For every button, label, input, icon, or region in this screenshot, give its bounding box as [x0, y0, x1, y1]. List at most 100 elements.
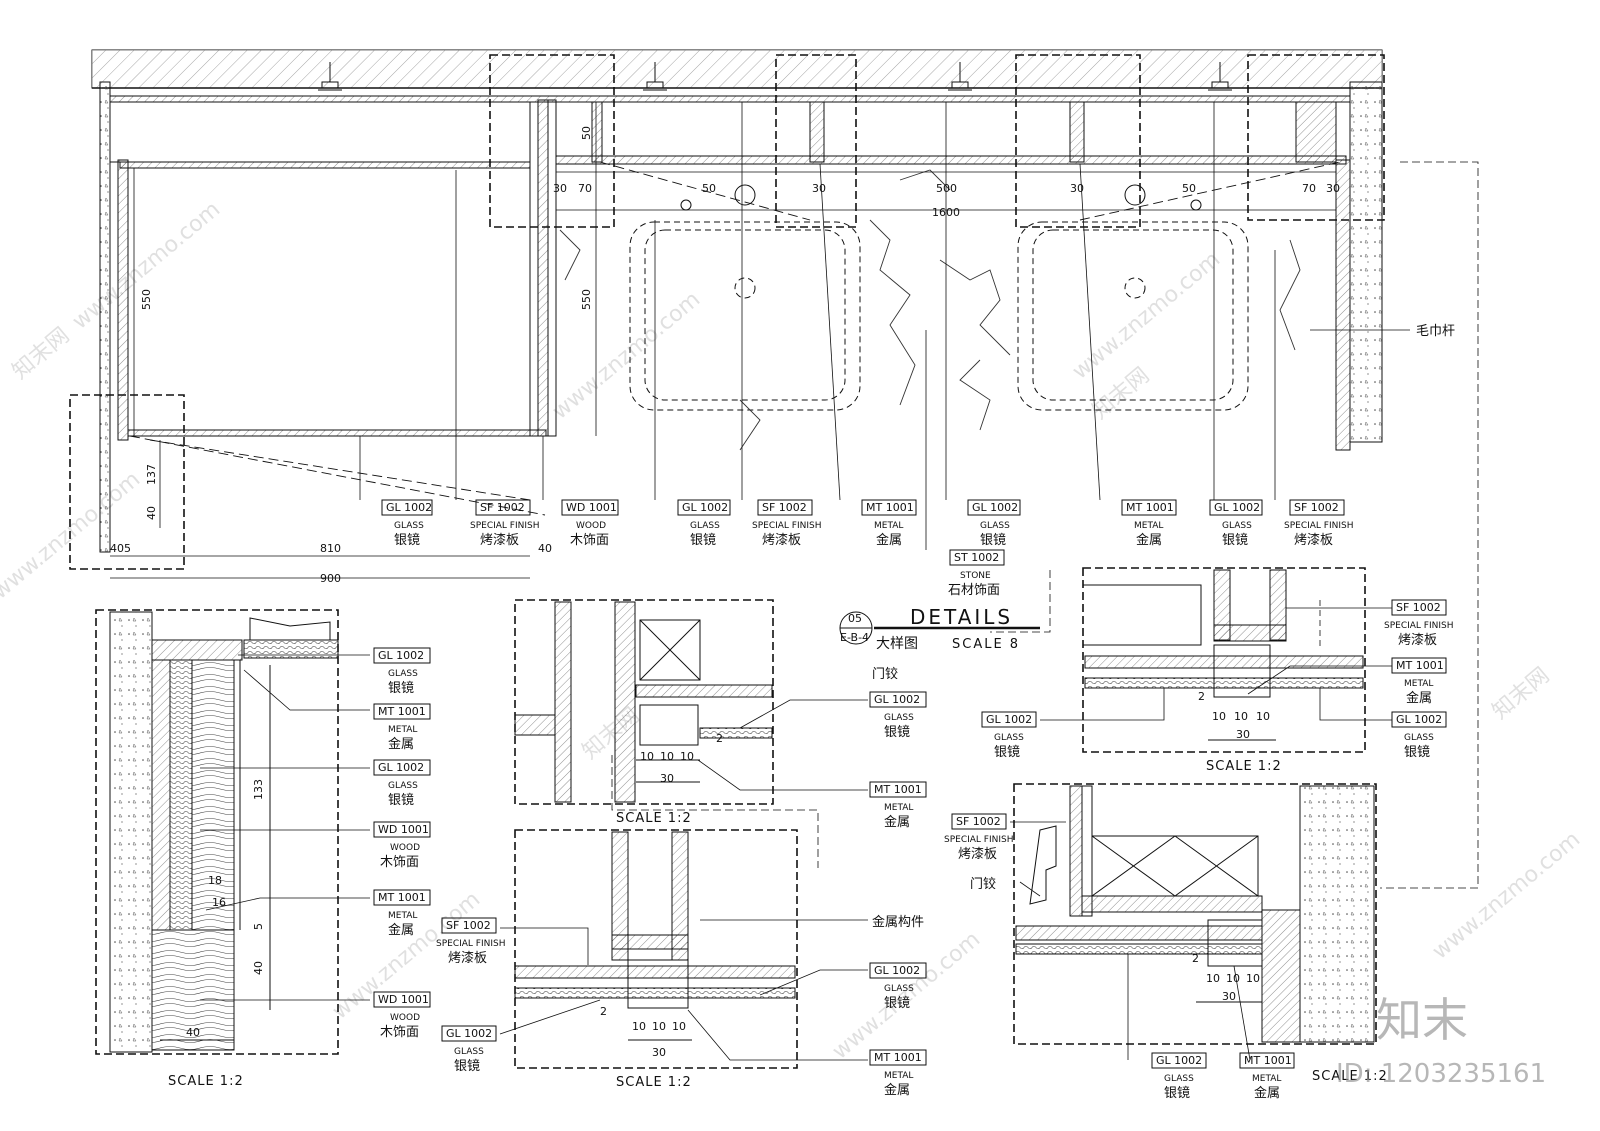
- drawing-rect: [191, 659, 235, 931]
- watermark-text: www.znzmo.com: [548, 287, 705, 425]
- watermark-text: 知末网: [1488, 663, 1555, 725]
- label-dims-d18: 18: [208, 874, 222, 887]
- drawing-rect: [1289, 499, 1345, 516]
- drawing-rect: [1299, 785, 1375, 1043]
- label-callouts-metal-code: MT 1001: [1244, 1054, 1292, 1067]
- label-callouts-glass-cn: 银镜: [1222, 533, 1248, 548]
- basins: [629, 221, 1249, 411]
- dim-137: 137: [145, 464, 158, 485]
- label-dims-d30: 30: [1236, 728, 1250, 741]
- label-dims-d16: 16: [212, 896, 226, 909]
- drawing-rect: [475, 499, 531, 516]
- label-dims-d30: 30: [652, 1046, 666, 1059]
- drawing-polyline: [611, 755, 819, 868]
- detail-right-bottom-labels: 10 10 10 30 2 SCALE 1:2 门铰 SF 1002SPECIA…: [944, 813, 1387, 1101]
- drawing-g: [359, 102, 1479, 889]
- drawing-rect: [644, 229, 846, 401]
- drawing-path: [959, 359, 991, 431]
- drawing-rect: [117, 159, 129, 441]
- ceiling-hangers: [318, 62, 1232, 91]
- drawing-rect: [1084, 677, 1364, 689]
- label-dims-d10: 10: [1246, 972, 1260, 985]
- drawing-rect: [1121, 499, 1177, 516]
- label-callouts-special_finish-en: SPECIAL FINISH: [944, 835, 1014, 845]
- drawing-circle: [734, 277, 756, 299]
- drawing-rect: [614, 601, 636, 803]
- drawing-rect: [1247, 54, 1385, 221]
- watermark-text: www.znzmo.com: [68, 197, 225, 335]
- dim-70a: 70: [578, 182, 592, 195]
- label-callouts-glass-code: GL 1002: [682, 501, 728, 514]
- drawing-path: [948, 62, 972, 91]
- drawing-rect: [109, 101, 531, 163]
- drawing-rect: [95, 609, 339, 1055]
- drawing-rect: [373, 991, 431, 1008]
- drawing-path: [1279, 239, 1301, 351]
- label-callouts-metal-en: METAL: [1134, 521, 1163, 531]
- detail-middle-bottom: [499, 829, 868, 1069]
- drawing-polyline: [1319, 688, 1392, 721]
- drawing-rect: [1295, 101, 1337, 163]
- drawing-rect: [1032, 229, 1234, 401]
- main-plan-dimensions: 550 550 137 40 405 810 40 900 30 70 50 3…: [110, 126, 1455, 585]
- label-callouts-special_finish-en: SPECIAL FINISH: [436, 939, 506, 949]
- dim-550-left: 550: [140, 289, 153, 310]
- drawing-rect: [373, 759, 431, 776]
- label-dims-d133: 133: [252, 779, 265, 800]
- label-scale_1_2: SCALE 1:2: [1206, 759, 1282, 774]
- drawing-rect: [1207, 919, 1263, 967]
- label-dims-d10: 10: [1256, 710, 1270, 723]
- label-callouts-special_finish-cn: 烤漆板: [1398, 632, 1437, 648]
- label-callouts-metal-en: METAL: [884, 803, 913, 813]
- label-scale_1_2: SCALE 1:2: [616, 1075, 692, 1090]
- drawing-line: [639, 619, 701, 681]
- label-callouts-special_finish-cn: 烤漆板: [480, 532, 519, 548]
- drawing-rect: [699, 727, 773, 739]
- drawing-rect: [1335, 159, 1351, 451]
- drawing-rect: [1391, 599, 1447, 616]
- image-id: ID: 1203235161: [1336, 1059, 1546, 1089]
- drawing-rect: [967, 499, 1021, 516]
- label-callouts-special_finish-code: SF 1002: [1294, 501, 1339, 514]
- label-callouts-glass-cn: 银镜: [690, 533, 716, 548]
- drawing-rect: [869, 1049, 927, 1066]
- label-callouts-glass-en: GLASS: [1404, 733, 1434, 743]
- callout-glass: GL 1002 GLASS 银镜: [677, 499, 731, 548]
- label-callouts-metal-code: MT 1001: [378, 705, 426, 718]
- drawing-rect: [514, 987, 796, 999]
- drawing-rect: [1209, 499, 1263, 516]
- label-callouts-wood-code: WD 1001: [566, 501, 617, 514]
- detail-left: [95, 609, 370, 1055]
- drawing-polyline: [243, 669, 370, 711]
- label-callouts-glass-en: GLASS: [690, 521, 720, 531]
- label-callouts-glass-cn: 银镜: [1404, 745, 1430, 760]
- label-callouts-special_finish-code: SF 1002: [446, 919, 491, 932]
- drawing-rect: [441, 1025, 497, 1042]
- drawing-rect: [1082, 567, 1366, 753]
- drawing-line: [1174, 835, 1259, 897]
- callout-special-finish: SF 1002 SPECIAL FINISH 烤漆板: [470, 499, 540, 548]
- label-callouts-metal-cn: 金属: [388, 922, 414, 938]
- label-callouts-glass-code: GL 1002: [378, 761, 424, 774]
- drawing-rect: [1261, 909, 1301, 1043]
- drawing-rect: [373, 647, 431, 664]
- detail-left-scale: SCALE 1:2: [168, 1074, 244, 1089]
- callout-glass: GL 1002 GLASS 银镜: [381, 499, 433, 548]
- label-callouts-special_finish-code: SF 1002: [762, 501, 807, 514]
- drawing-rect: [1084, 655, 1364, 669]
- details-title-block: 05 E-B-4 DETAILS 大样图 SCALE 8: [839, 605, 1040, 652]
- label-callouts-stone-code: ST 1002: [954, 551, 999, 564]
- label-dims-d10: 10: [632, 1020, 646, 1033]
- swing-lines: [129, 161, 1341, 516]
- drawing-polyline: [1380, 161, 1479, 889]
- hinge-label: 门铰: [872, 667, 898, 682]
- drawing-rect: [373, 703, 431, 720]
- label-dims-d10: 10: [680, 750, 694, 763]
- right-wall: [1349, 81, 1383, 443]
